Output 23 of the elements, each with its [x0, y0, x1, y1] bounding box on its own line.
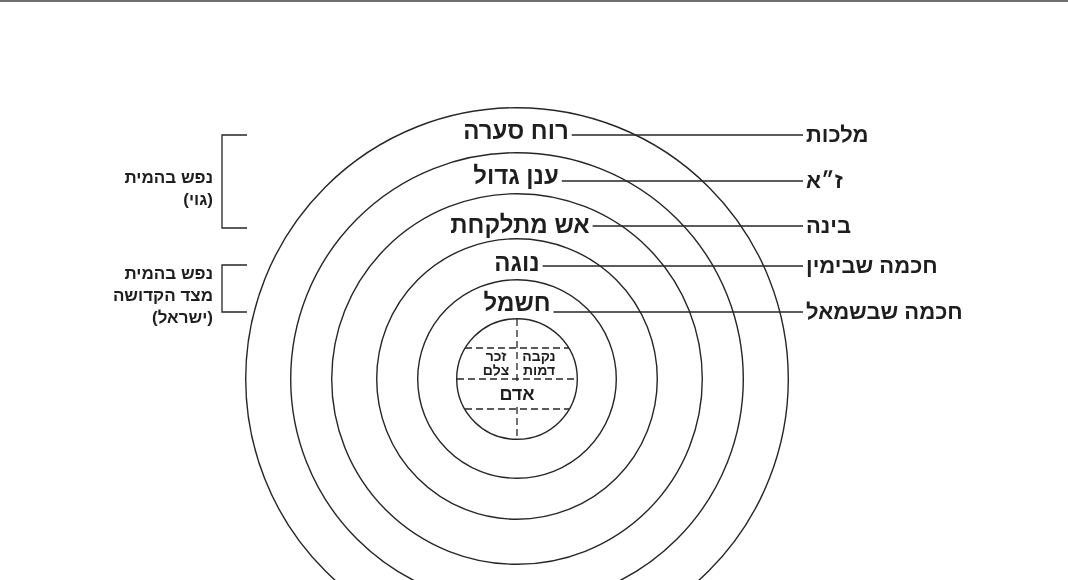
circle	[331, 193, 703, 565]
callout-label: חכמה שבשמאל	[806, 299, 963, 325]
leader-line	[561, 180, 804, 182]
callout-label: מלכות	[806, 122, 869, 148]
ring-label: חשמל	[483, 289, 551, 317]
leader-line	[542, 265, 804, 267]
circle	[456, 318, 578, 440]
cell-label: זכר צלם	[481, 349, 511, 377]
bracket-label: נפש בהמית (גוי)	[123, 167, 213, 211]
callout-label: חכמה שבימין	[806, 253, 938, 279]
bracket-label: נפש בהמית מצד הקדושה (ישראל)	[111, 263, 213, 329]
callout-label: ז״א	[806, 168, 843, 194]
cell-label: נקבה דמות	[521, 349, 557, 377]
ring-label: ענן גדול	[473, 162, 559, 190]
circle	[376, 238, 658, 520]
leader-line	[552, 311, 804, 313]
circle	[417, 279, 617, 479]
ring-label: נוגה	[494, 249, 540, 277]
callout-label: בינה	[806, 213, 852, 239]
ring-label: רוח סערה	[463, 117, 569, 145]
ring-label: אש מתלקחת	[450, 211, 590, 239]
leader-line	[571, 134, 804, 136]
leader-line	[592, 225, 804, 227]
